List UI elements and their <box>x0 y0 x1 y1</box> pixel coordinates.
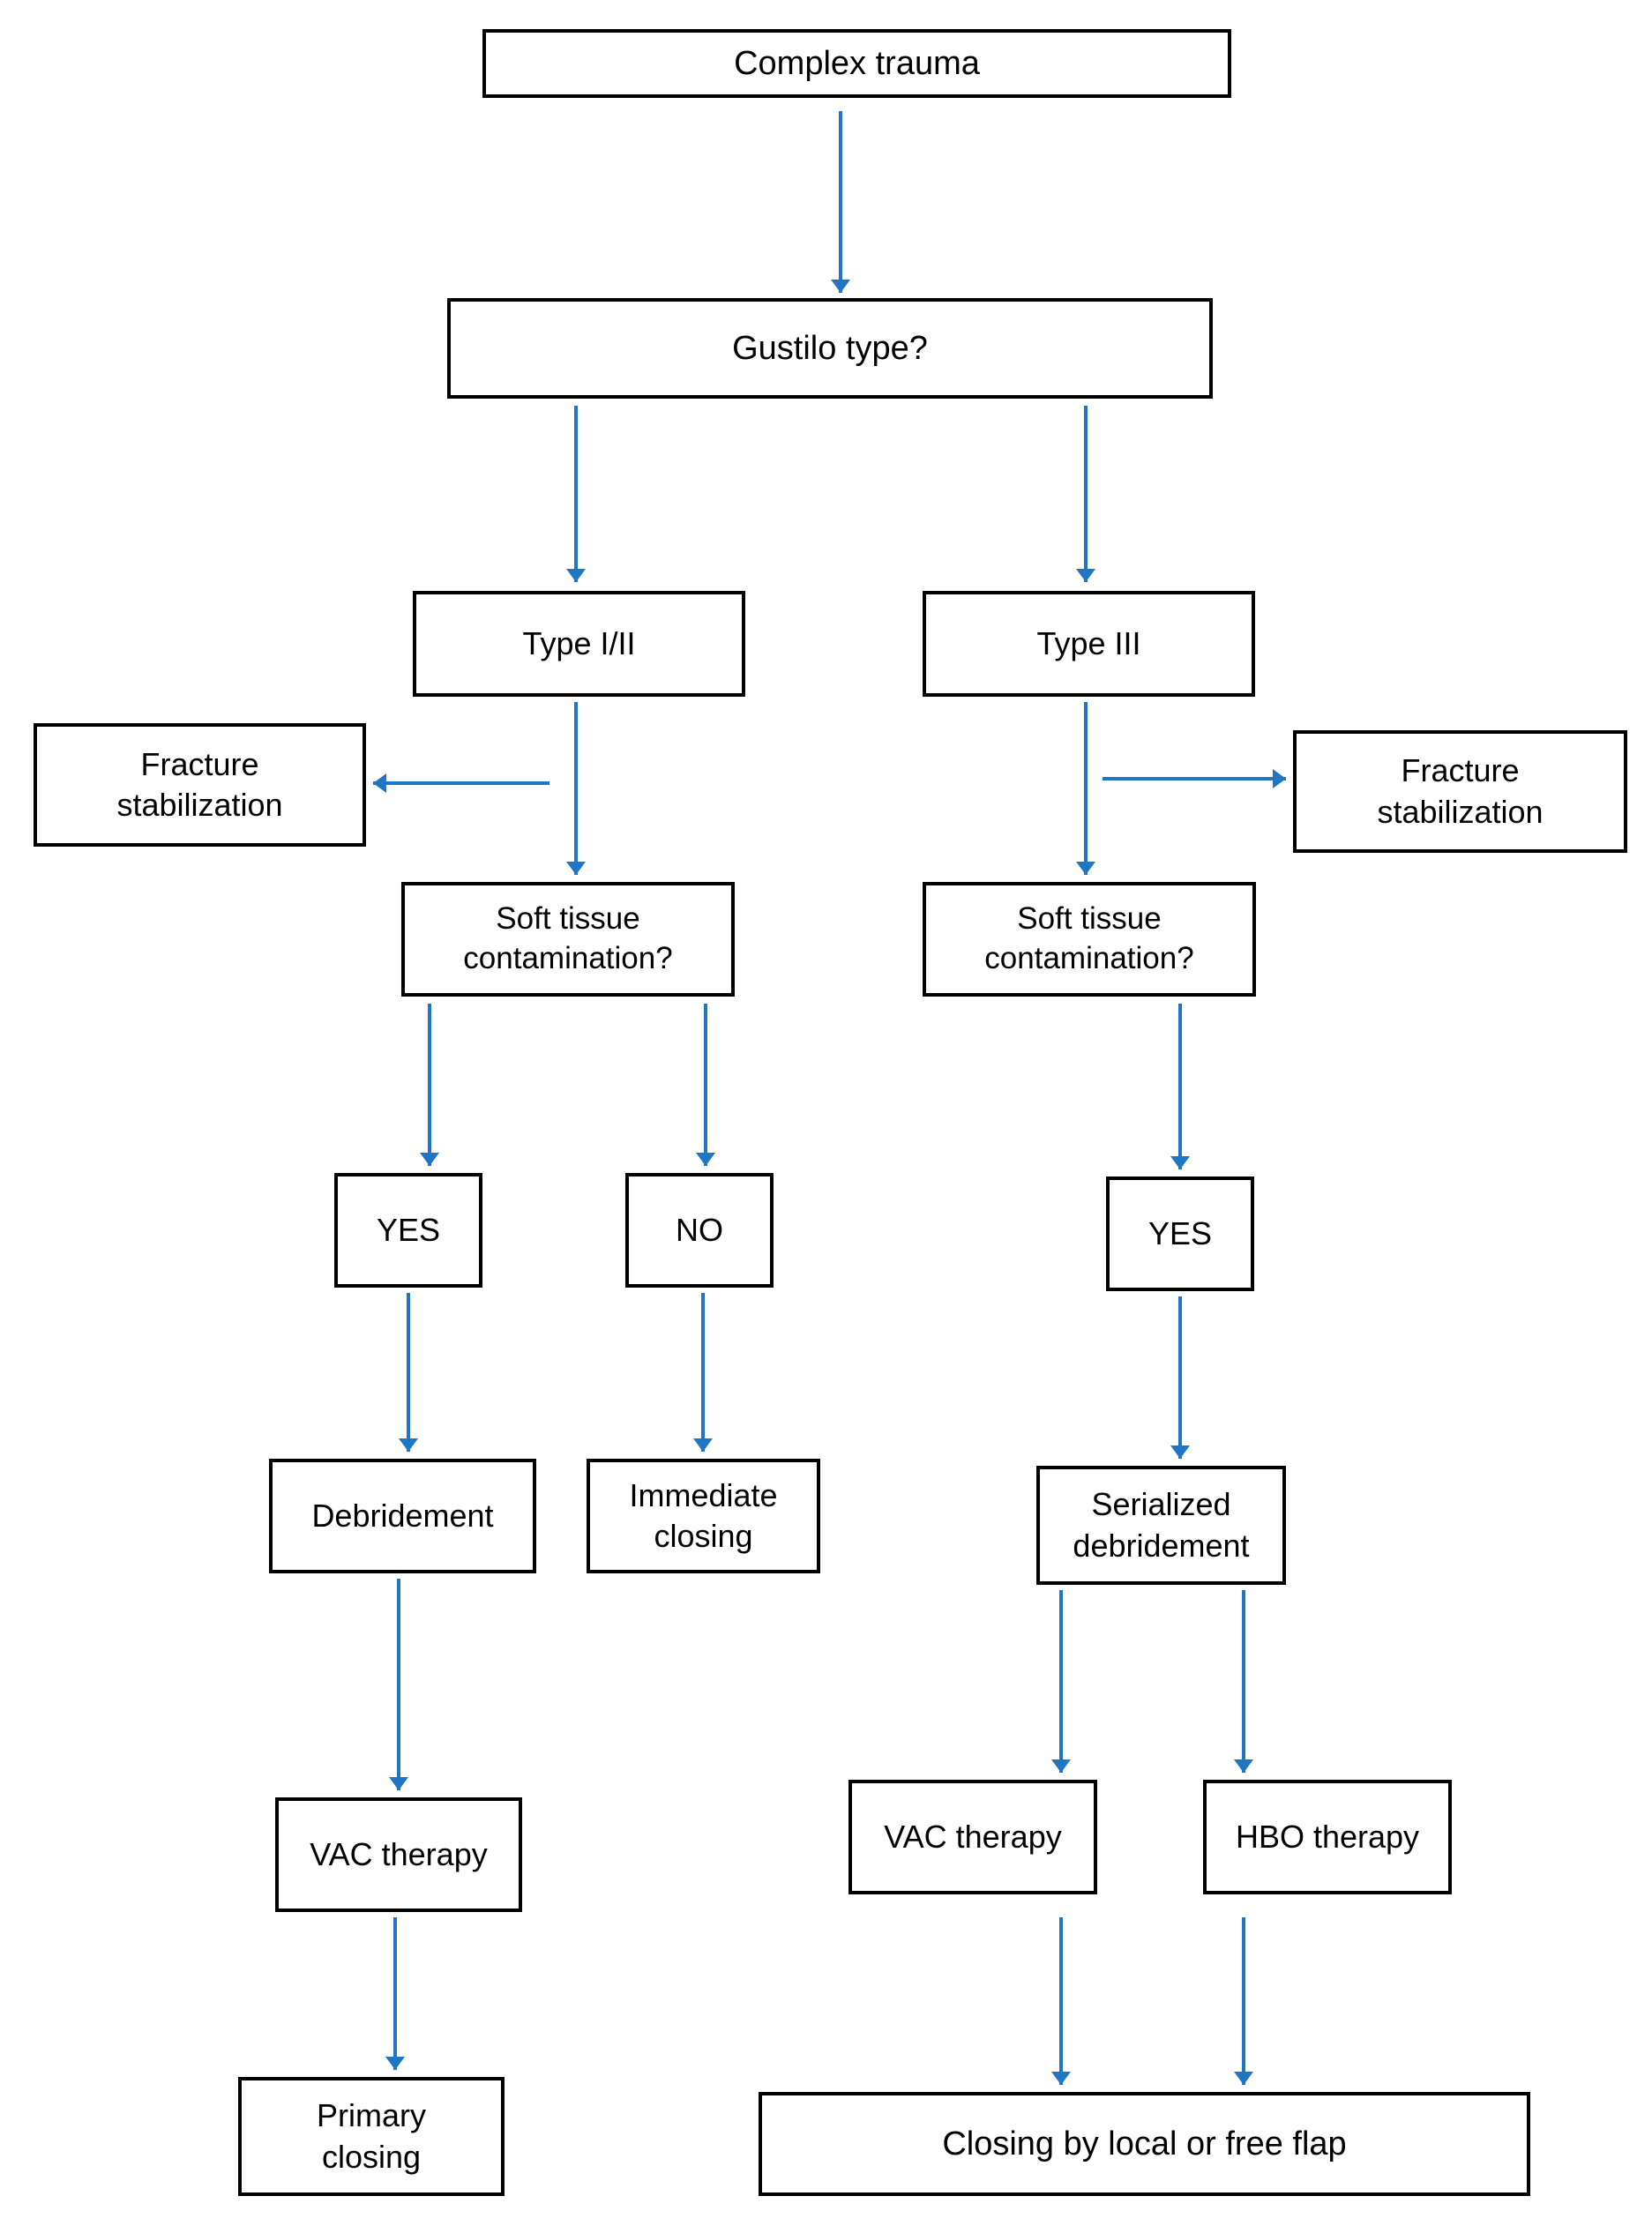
node-yes-right: YES <box>1106 1176 1254 1291</box>
node-vac-therapy-left: VAC therapy <box>275 1797 522 1912</box>
arrow-vac-primary-head <box>385 2057 405 2070</box>
node-type-iii: Type III <box>923 591 1255 697</box>
arrow-no-immediate-head <box>693 1438 713 1452</box>
node-complex-trauma: Complex trauma <box>482 29 1231 98</box>
node-type-i-ii: Type I/II <box>413 591 745 697</box>
node-primary-closing: Primary closing <box>238 2077 505 2196</box>
node-immediate-closing: Immediate closing <box>587 1459 820 1573</box>
arrow-hbo-flap-head <box>1234 2072 1253 2085</box>
node-hbo-therapy: HBO therapy <box>1203 1780 1452 1894</box>
arrow-type12-softtissue-head <box>566 862 586 875</box>
node-serialized-debridement: Serialized debridement <box>1036 1466 1286 1585</box>
node-gustilo-type: Gustilo type? <box>447 298 1213 399</box>
arrow-soft-no-left-head <box>696 1153 715 1166</box>
arrow-serialized-hbo-head <box>1234 1759 1253 1773</box>
node-closing-flap: Closing by local or free flap <box>759 2092 1530 2196</box>
node-soft-tissue-left: Soft tissue contamination? <box>401 882 735 997</box>
arrow-vac-flap-head <box>1051 2072 1071 2085</box>
arrow-type3-fracstab-head <box>1273 769 1286 788</box>
arrow-gustilo-type12-head <box>566 569 586 582</box>
node-vac-therapy-right: VAC therapy <box>848 1780 1097 1894</box>
node-yes-left: YES <box>334 1173 482 1288</box>
node-fracture-stab-right: Fracture stabilization <box>1293 730 1627 853</box>
arrow-yes-serialized-head <box>1170 1445 1190 1459</box>
arrow-trauma-gustilo-head <box>831 280 850 293</box>
node-soft-tissue-right: Soft tissue contamination? <box>923 882 1256 997</box>
arrow-soft-yes-left-head <box>420 1153 439 1166</box>
arrow-debridement-vac-head <box>389 1777 408 1790</box>
node-fracture-stab-left: Fracture stabilization <box>34 723 366 847</box>
node-debridement: Debridement <box>269 1459 536 1573</box>
arrow-gustilo-type3-head <box>1076 569 1095 582</box>
arrow-yes-debridement-head <box>399 1438 418 1452</box>
arrow-type3-softtissue-head <box>1076 862 1095 875</box>
arrow-type12-fracstab-head <box>373 773 386 793</box>
arrow-serialized-vac-head <box>1051 1759 1071 1773</box>
node-no-left: NO <box>625 1173 774 1288</box>
arrow-soft-yes-right-head <box>1170 1156 1190 1169</box>
